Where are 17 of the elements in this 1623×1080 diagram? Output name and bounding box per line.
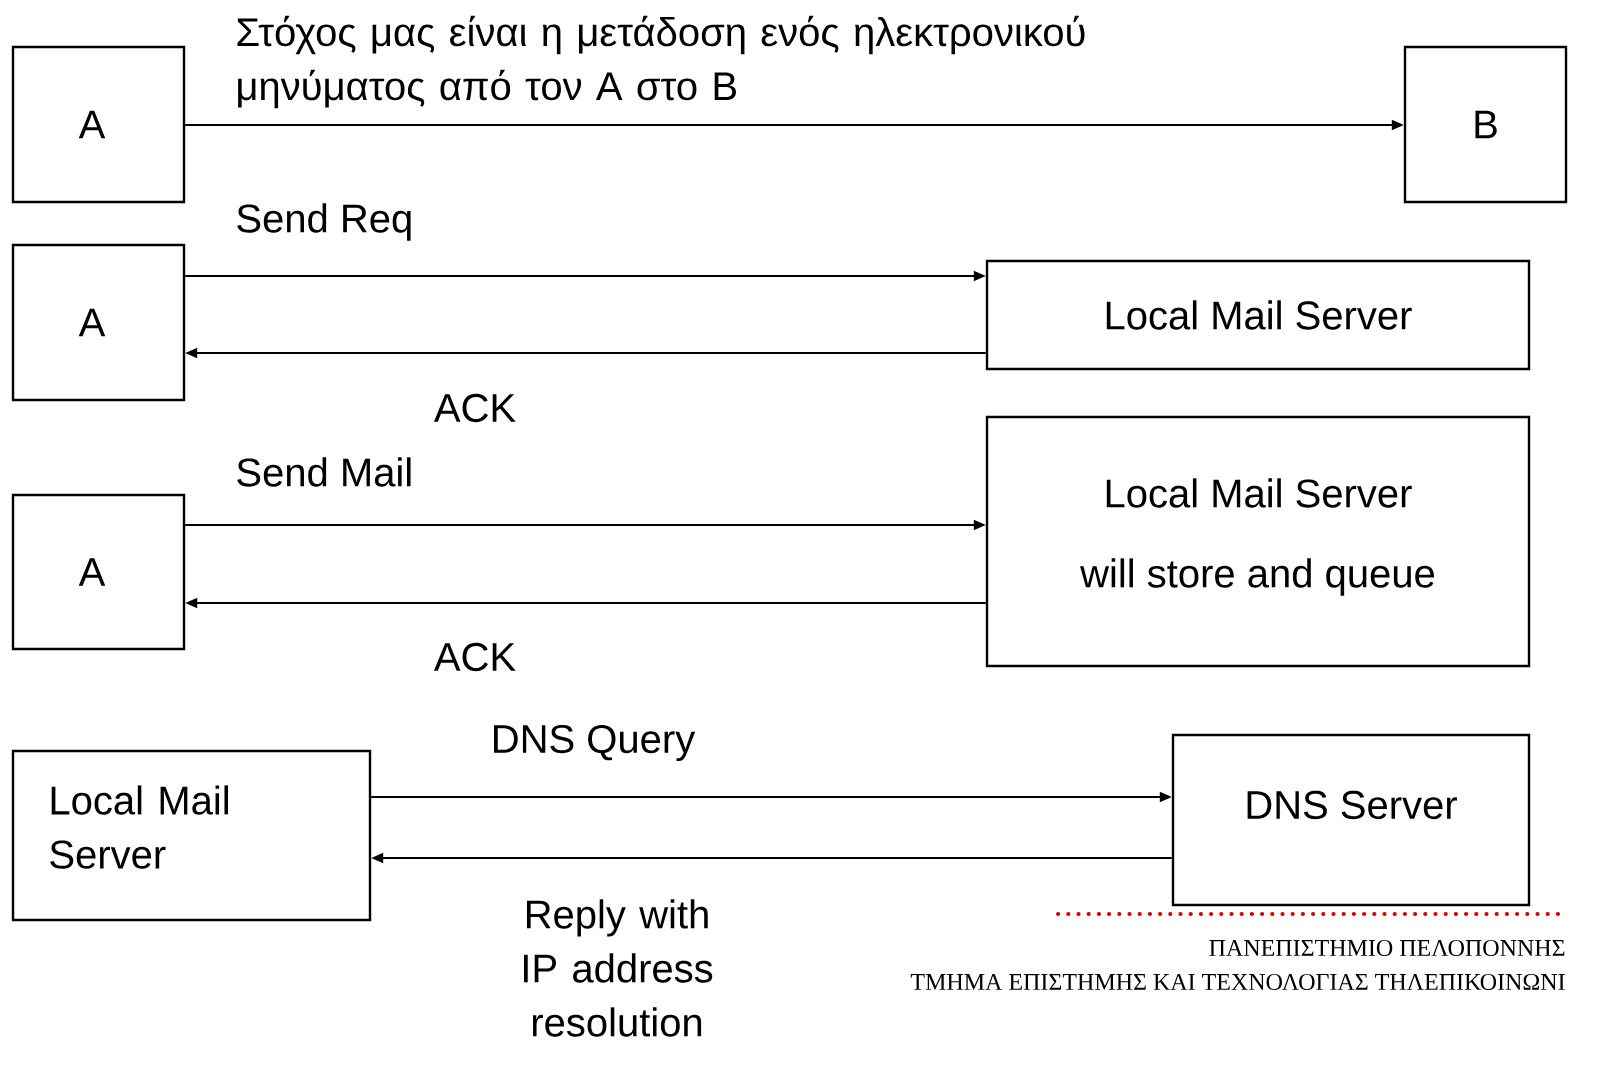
process-box: A	[11, 45, 186, 204]
edge-label: DNS Query	[494, 724, 696, 762]
process-box: Local Mail Server	[11, 749, 372, 922]
process-box: Local Mail Server	[985, 259, 1531, 371]
edge-label: ACK	[433, 393, 516, 423]
process-box: A	[11, 493, 186, 651]
edge-label: Reply with IP address resolution	[524, 899, 713, 1037]
footer-text: ΤΜΗΜΑ ΕΠΙΣΤΗΜΗΣ ΚΑΙ ΤΕΧΝΟΛΟΓΙΑΣ ΤΗΛΕΠΙΚΟΙΝΩΝΙ	[910, 973, 1565, 991]
footer-text: ΠΑΝΕΠΙΣΤΗΜΙΟ ΠΕΛΟΠΟΝΝΗΣ	[1209, 939, 1565, 957]
process-box: B	[1403, 45, 1568, 204]
edge-label: Send Mail	[237, 457, 411, 487]
process-box: DNS Server	[1171, 733, 1531, 907]
edge-label: Send Req	[237, 203, 411, 241]
process-box: Local Mail Server will store and queue	[985, 415, 1531, 668]
edge-label: ACK	[433, 642, 516, 672]
edge-label: Στόχος μας είναι η μετάδοση ενός ηλεκτρονικού μηνύματος από τον Α στο Β	[237, 15, 1085, 109]
process-box: A	[11, 243, 186, 402]
